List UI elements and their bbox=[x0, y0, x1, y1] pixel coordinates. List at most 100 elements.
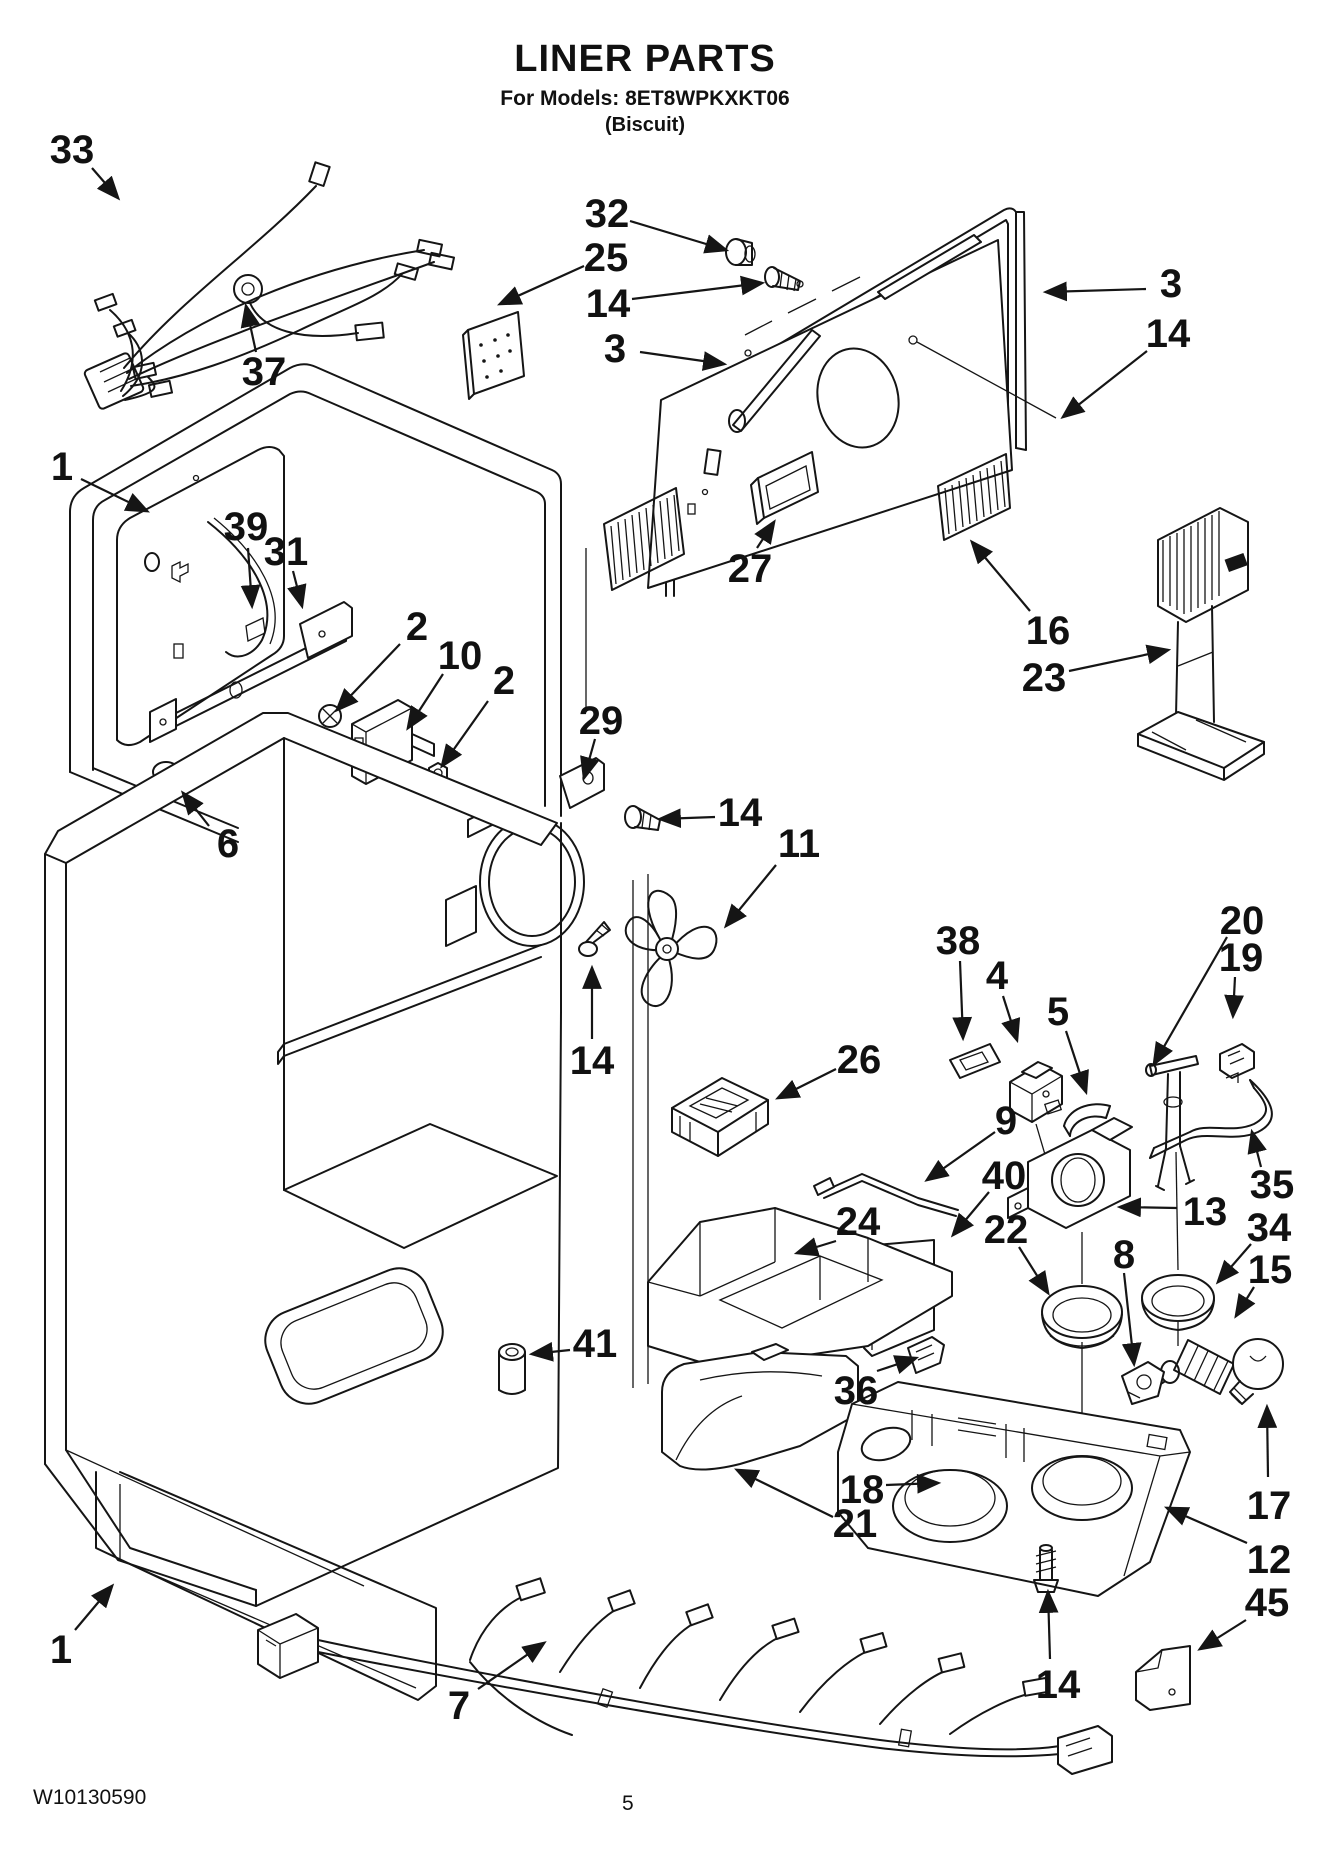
callout-arrow-45-43 bbox=[1197, 1619, 1247, 1651]
callout-arrow-10-15 bbox=[406, 673, 444, 731]
damper-control-23 bbox=[1137, 507, 1265, 781]
callout-arrow-27-6 bbox=[754, 519, 776, 549]
callout-arrow-20-26 bbox=[1152, 936, 1228, 1067]
air-duct-24 bbox=[647, 1207, 953, 1363]
callout-18-39: 18 bbox=[840, 1468, 885, 1512]
models-line: For Models: 8ET8WPKXKT06 bbox=[500, 87, 790, 110]
callout-arrow-33-0 bbox=[91, 167, 121, 201]
callout-6-18: 6 bbox=[217, 822, 239, 866]
lens-bowl-22 bbox=[1041, 1285, 1123, 1349]
bracket-rail-31 bbox=[149, 601, 353, 743]
callout-11-20: 11 bbox=[778, 822, 820, 866]
screw-14-top bbox=[764, 266, 801, 292]
callout-arrow-17-41 bbox=[1257, 1403, 1278, 1478]
callout-26-22: 26 bbox=[837, 1038, 882, 1082]
callout-arrow-16-9 bbox=[969, 539, 1031, 612]
callout-arrow-22-30 bbox=[1018, 1246, 1050, 1296]
callout-34-33: 34 bbox=[1247, 1206, 1292, 1250]
callout-9-28: 9 bbox=[995, 1099, 1017, 1143]
callout-arrow-15-34 bbox=[1234, 1286, 1256, 1319]
callout-1-11: 1 bbox=[51, 445, 73, 489]
callout-arrow-19-27 bbox=[1224, 976, 1244, 1020]
callout-arrow-32-3 bbox=[629, 219, 730, 254]
callout-35-32: 35 bbox=[1250, 1163, 1295, 1207]
callout-arrow-2-16 bbox=[440, 700, 489, 769]
callout-29-17: 29 bbox=[579, 699, 624, 743]
callout-arrow-13-31 bbox=[1116, 1197, 1178, 1218]
callout-41-37: 41 bbox=[573, 1322, 618, 1366]
callout-36-38: 36 bbox=[834, 1369, 879, 1413]
callout-24-36: 24 bbox=[836, 1200, 881, 1244]
callout-31-13: 31 bbox=[264, 530, 309, 574]
callout-arrow-40-29 bbox=[950, 1191, 990, 1238]
callout-arrow-14-19 bbox=[656, 808, 716, 829]
callout-arrow-7-45 bbox=[477, 1641, 547, 1690]
callout-13-31: 13 bbox=[1183, 1190, 1228, 1234]
callout-22-30: 22 bbox=[984, 1208, 1029, 1252]
callout-arrow-14-44 bbox=[1038, 1588, 1059, 1660]
callout-25-2: 25 bbox=[584, 236, 629, 280]
callout-4-24: 4 bbox=[986, 954, 1009, 998]
callout-14-4: 14 bbox=[586, 282, 631, 326]
control-block-26 bbox=[671, 1077, 769, 1157]
callout-7-45: 7 bbox=[448, 1684, 470, 1728]
screw-14-console bbox=[1033, 1544, 1059, 1593]
fill-tube-20 bbox=[1145, 1055, 1199, 1191]
drain-tube-41 bbox=[498, 1343, 526, 1395]
lamp-bracket-13 bbox=[1007, 1117, 1133, 1229]
callout-arrow-6-18 bbox=[180, 790, 210, 827]
callout-arrow-5-25 bbox=[1064, 1030, 1089, 1096]
connector-19 bbox=[1219, 1043, 1255, 1083]
callout-arrow-11-20 bbox=[723, 864, 777, 929]
callout-12-42: 12 bbox=[1247, 1538, 1292, 1582]
callout-33-0: 33 bbox=[50, 128, 95, 172]
callout-14-44: 14 bbox=[1036, 1663, 1081, 1707]
lower-liner-1 bbox=[44, 712, 562, 1701]
callout-arrow-35-32 bbox=[1247, 1128, 1267, 1168]
callout-arrow-38-23 bbox=[952, 960, 973, 1042]
callout-14-19: 14 bbox=[718, 791, 763, 835]
callout-arrow-41-37 bbox=[528, 1341, 571, 1362]
callout-arrow-34-33 bbox=[1215, 1243, 1252, 1285]
callout-37-1: 37 bbox=[242, 350, 287, 394]
callout-arrow-9-28 bbox=[924, 1131, 996, 1182]
callout-14-8: 14 bbox=[1146, 312, 1191, 356]
plate-25 bbox=[462, 311, 525, 400]
upper-liner-1 bbox=[69, 363, 661, 957]
grommet-32 bbox=[725, 238, 756, 266]
callout-2-14: 2 bbox=[406, 605, 428, 649]
callout-19-27: 19 bbox=[1219, 936, 1264, 980]
screw-14-fan bbox=[578, 921, 611, 957]
callout-15-34: 15 bbox=[1248, 1248, 1293, 1292]
callout-arrow-14-8 bbox=[1060, 350, 1148, 420]
callout-arrow-1-11 bbox=[80, 478, 150, 513]
cover-plate-45 bbox=[1135, 1645, 1191, 1711]
fan-blade-11 bbox=[624, 889, 718, 1008]
callout-3-7: 3 bbox=[1160, 262, 1182, 306]
callout-27-6: 27 bbox=[728, 547, 773, 591]
screw-14-shroud bbox=[624, 805, 661, 831]
callout-arrow-18-39 bbox=[885, 1473, 942, 1494]
callout-10-15: 10 bbox=[438, 634, 483, 678]
callout-21-40: 21 bbox=[833, 1502, 878, 1546]
callout-arrow-8-35 bbox=[1121, 1272, 1142, 1368]
callout-1-46: 1 bbox=[50, 1628, 72, 1672]
callout-arrow-21-40 bbox=[734, 1468, 834, 1518]
callout-arrow-25-2 bbox=[496, 264, 585, 306]
callout-arrow-12-42 bbox=[1163, 1506, 1248, 1545]
callout-arrow-29-17 bbox=[580, 738, 600, 782]
callout-40-29: 40 bbox=[982, 1154, 1027, 1198]
callout-8-35: 8 bbox=[1113, 1233, 1135, 1277]
callout-arrow-2-14 bbox=[334, 643, 401, 713]
console-housing-12 bbox=[837, 1381, 1191, 1597]
light-bulb-17 bbox=[1229, 1338, 1284, 1405]
page-title: LINER PARTS bbox=[514, 38, 776, 80]
socket-clip-8 bbox=[1121, 1361, 1165, 1405]
lamp-socket-15 bbox=[1149, 1339, 1235, 1395]
callout-arrow-1-46 bbox=[74, 1583, 115, 1631]
fan-shroud-29 bbox=[445, 548, 605, 947]
callout-arrow-14-4 bbox=[631, 275, 766, 301]
callout-arrow-23-10 bbox=[1068, 644, 1172, 673]
clip-36 bbox=[907, 1336, 945, 1374]
